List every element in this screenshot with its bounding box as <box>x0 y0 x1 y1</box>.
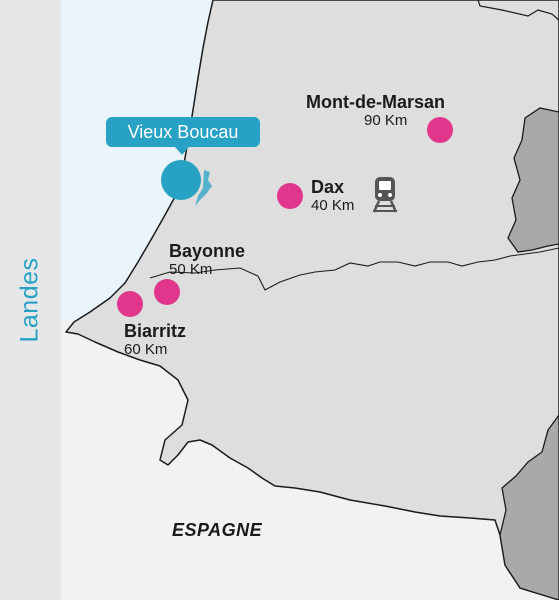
city-distance: 90 Km <box>364 112 408 129</box>
region-label: Landes <box>15 257 44 343</box>
city-name: Mont-de-Marsan <box>306 92 445 112</box>
city-label-bayonne: Bayonne 50 Km <box>169 242 245 277</box>
destination-callout[interactable]: Vieux Boucau <box>106 117 260 155</box>
country-label: ESPAGNE <box>172 520 263 540</box>
department-border <box>149 247 559 291</box>
city-name: Biarritz <box>124 321 187 341</box>
marker-vieux-boucau[interactable] <box>161 160 201 200</box>
city-label-dax: Dax 40 Km <box>311 178 354 213</box>
train-icon <box>372 177 398 213</box>
neighbor-region <box>507 107 559 253</box>
marker-bayonne[interactable] <box>154 279 180 305</box>
city-label-biarritz: Biarritz 60 Km <box>124 322 186 357</box>
city-distance: 50 Km <box>169 261 213 278</box>
city-name: Bayonne <box>169 241 246 261</box>
lake <box>195 170 212 206</box>
marker-biarritz[interactable] <box>117 291 143 317</box>
marker-mont-de-marsan[interactable] <box>427 117 453 143</box>
neighbor-region-south <box>499 413 559 600</box>
region-border-top <box>477 0 559 21</box>
city-distance: 60 Km <box>124 341 168 358</box>
city-distance: 40 Km <box>311 197 355 214</box>
region-strip: Landes <box>0 0 61 600</box>
france-land <box>65 0 559 600</box>
city-label-mont-de-marsan: Mont-de-Marsan 90 Km <box>306 93 445 128</box>
city-name: Dax <box>311 177 345 197</box>
marker-dax[interactable] <box>277 183 303 209</box>
